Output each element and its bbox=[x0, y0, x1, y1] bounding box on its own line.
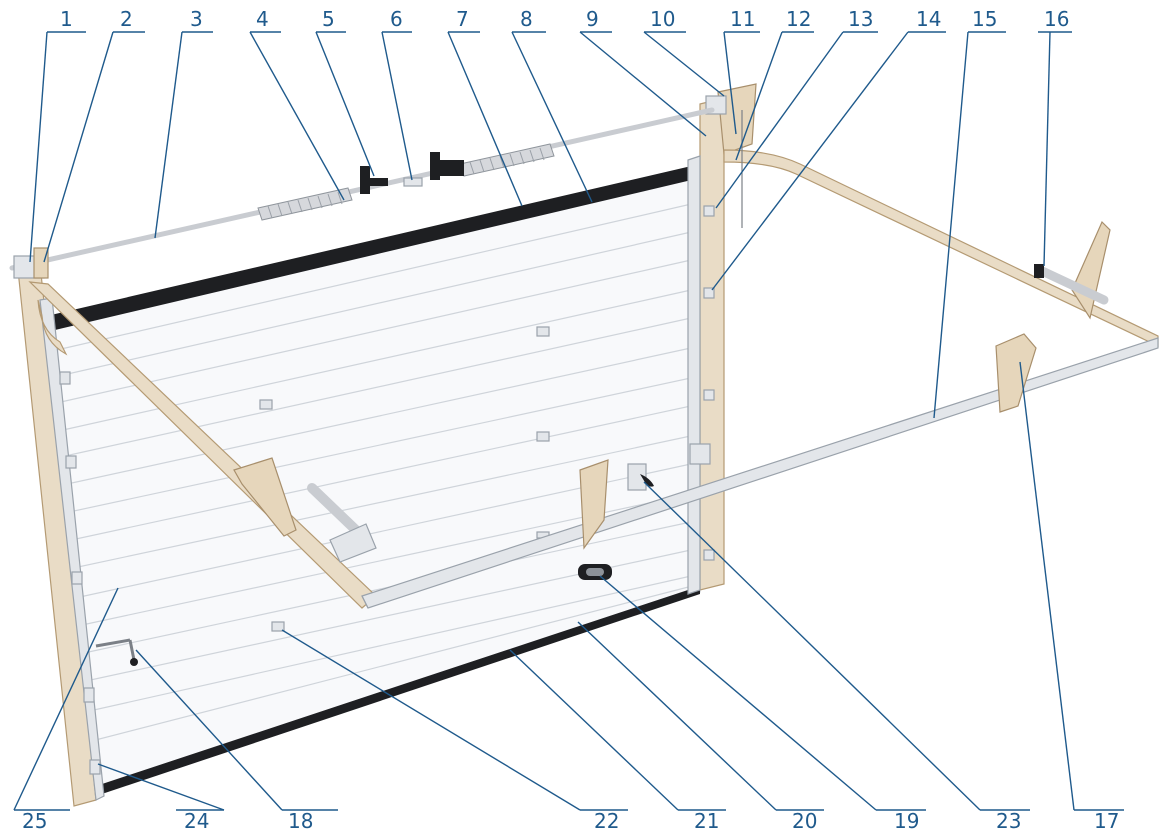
callout-3: 3 bbox=[190, 7, 203, 31]
door-illustration bbox=[9, 83, 1159, 807]
callout-18: 18 bbox=[288, 809, 313, 833]
center-hanger bbox=[579, 459, 609, 550]
top-end-bracket bbox=[717, 83, 757, 155]
left-side-fittings bbox=[59, 371, 101, 775]
leader-18 bbox=[135, 649, 283, 811]
leader-10 bbox=[643, 31, 725, 97]
callout-4: 4 bbox=[256, 7, 269, 31]
leader-1 bbox=[29, 31, 48, 263]
callout-10: 10 bbox=[650, 7, 675, 31]
leader-22 bbox=[281, 629, 581, 811]
leader-16 bbox=[1043, 31, 1051, 267]
leader-3 bbox=[154, 31, 183, 239]
callout-6: 6 bbox=[390, 7, 403, 31]
leader-8 bbox=[511, 31, 593, 203]
torsion-spring-left bbox=[257, 187, 353, 221]
center-spring-bracket bbox=[360, 152, 464, 194]
leader-21 bbox=[509, 649, 679, 811]
left-rear-hanger bbox=[233, 457, 297, 537]
hinges bbox=[259, 326, 550, 632]
door-handle-grip bbox=[586, 568, 604, 576]
callout-12: 12 bbox=[786, 7, 811, 31]
leader-5 bbox=[315, 31, 375, 177]
callout-2: 2 bbox=[120, 7, 133, 31]
right-seal-strip bbox=[687, 155, 701, 595]
leader-2 bbox=[43, 31, 114, 263]
left-track-curve bbox=[37, 299, 68, 356]
right-vertical-track bbox=[699, 97, 725, 591]
latch-plate bbox=[627, 463, 647, 491]
callout-14: 14 bbox=[916, 7, 941, 31]
leader-23 bbox=[643, 481, 981, 811]
callout-24: 24 bbox=[184, 809, 209, 833]
callout-19: 19 bbox=[894, 809, 919, 833]
callouts-bottom: 25 24 18 22 21 20 19 23 17 bbox=[13, 361, 1124, 833]
callout-15: 15 bbox=[972, 7, 997, 31]
right-side-lock-bracket bbox=[689, 443, 711, 465]
leader-4 bbox=[249, 31, 345, 201]
callout-9: 9 bbox=[586, 7, 599, 31]
rear-spring-unit bbox=[1034, 264, 1109, 305]
leader-17 bbox=[1019, 361, 1075, 811]
leader-13 bbox=[715, 31, 844, 209]
leader-11 bbox=[723, 31, 737, 135]
left-suspension-arm bbox=[307, 483, 377, 563]
callouts-top: 1 2 3 4 5 6 7 8 9 10 bbox=[29, 7, 1072, 419]
callout-20: 20 bbox=[792, 809, 817, 833]
callout-17: 17 bbox=[1094, 809, 1119, 833]
leader-25 bbox=[13, 587, 119, 811]
callout-8: 8 bbox=[520, 7, 533, 31]
latch-bolt bbox=[640, 474, 654, 487]
callout-16: 16 bbox=[1044, 7, 1069, 31]
callout-23: 23 bbox=[996, 809, 1021, 833]
callout-1: 1 bbox=[60, 7, 73, 31]
callout-5: 5 bbox=[322, 7, 335, 31]
leader-14 bbox=[711, 31, 909, 291]
callout-21: 21 bbox=[694, 809, 719, 833]
leader-15 bbox=[933, 31, 969, 419]
leader-20 bbox=[577, 621, 777, 811]
callout-22: 22 bbox=[594, 809, 619, 833]
top-seal bbox=[38, 164, 700, 334]
callout-25: 25 bbox=[22, 809, 47, 833]
callout-13: 13 bbox=[848, 7, 873, 31]
side-lock-lever bbox=[95, 638, 138, 666]
right-side-fittings bbox=[703, 205, 715, 561]
callout-7: 7 bbox=[456, 7, 469, 31]
bottom-seal bbox=[84, 586, 700, 800]
leader-24 bbox=[97, 763, 225, 811]
callout-11: 11 bbox=[730, 7, 755, 31]
left-bearing-bracket bbox=[33, 247, 49, 279]
leader-12 bbox=[735, 31, 783, 161]
leader-6 bbox=[381, 31, 413, 181]
rear-hanger-right bbox=[995, 333, 1037, 413]
leader-7 bbox=[447, 31, 523, 207]
leader-9 bbox=[579, 31, 707, 137]
leader-19 bbox=[599, 575, 877, 811]
